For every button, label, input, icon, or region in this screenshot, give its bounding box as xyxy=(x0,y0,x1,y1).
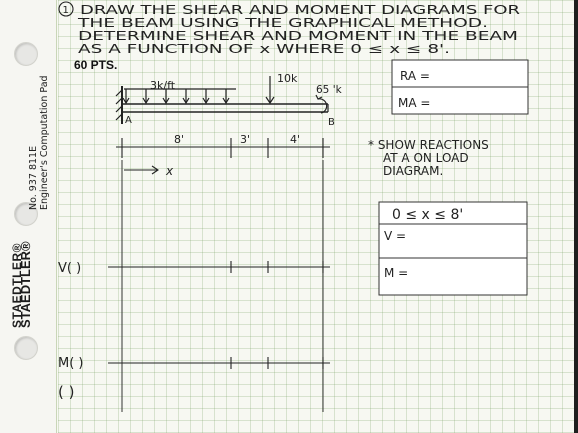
binder-hole-2 xyxy=(14,202,38,226)
distributed-load-label: 3k/ft xyxy=(150,79,176,92)
problem-number-circle xyxy=(58,1,74,17)
answer-v-label: V = xyxy=(384,229,406,243)
reactions-note-2: AT A ON LOAD xyxy=(383,151,469,165)
guide-lines xyxy=(121,160,324,412)
answer-m-label: M = xyxy=(384,266,408,280)
problem-line-2: THE BEAM USING THE GRAPHICAL METHOD. xyxy=(77,15,488,30)
answer-box xyxy=(378,201,528,296)
pad-margin: STAEDTLER® xyxy=(0,0,57,433)
dimension-8ft: 8' xyxy=(174,133,184,146)
pad-product-group: Engineer's Computation Pad xyxy=(39,75,50,210)
dimension-3ft: 3' xyxy=(240,133,250,146)
moment-label: 65 'k xyxy=(316,84,343,96)
moment-diagram-label: M( ) xyxy=(58,356,84,371)
problem-line-4: AS A FUNCTION OF x WHERE 0 ≤ x ≤ 8'. xyxy=(78,41,450,56)
dimension-line xyxy=(116,138,330,175)
problem-line-1: DRAW THE SHEAR AND MOMENT DIAGRAMS FOR xyxy=(80,2,520,17)
reactions-note-1: * SHOW REACTIONS xyxy=(368,138,489,152)
points-label: 60 PTS. xyxy=(74,58,117,72)
binder-hole-3 xyxy=(14,336,38,360)
point-load-label: 10k xyxy=(277,72,298,85)
problem-number: 1 xyxy=(63,5,69,16)
load-diagram xyxy=(115,76,329,124)
pad-brand-text: STAEDTLER® xyxy=(18,241,33,328)
ra-label: RA = xyxy=(400,69,430,83)
page-edge xyxy=(574,0,578,433)
support-a-label: A xyxy=(125,115,132,126)
shear-axis xyxy=(108,261,330,273)
x-axis-label: x xyxy=(165,164,174,178)
binder-hole-1 xyxy=(14,42,38,66)
moment-axis xyxy=(108,357,330,369)
moment-unit-label: ( ) xyxy=(58,383,74,401)
pad-side-text: No. 937 811E xyxy=(28,146,39,210)
end-b-label: B xyxy=(328,117,335,128)
pad-model-text: No. 937 811E xyxy=(28,146,39,210)
answer-range: 0 ≤ x ≤ 8' xyxy=(392,207,463,223)
shear-diagram-label: V( ) xyxy=(58,261,81,276)
ma-label: MA = xyxy=(398,96,430,110)
reactions-note-3: DIAGRAM. xyxy=(383,164,443,178)
problem-line-3: DETERMINE SHEAR AND MOMENT IN THE BEAM xyxy=(78,28,518,43)
pad-brand-group: STAEDTLER® xyxy=(18,241,33,328)
pad-product-text: Engineer's Computation Pad xyxy=(39,75,50,210)
dimension-4ft: 4' xyxy=(290,133,300,146)
